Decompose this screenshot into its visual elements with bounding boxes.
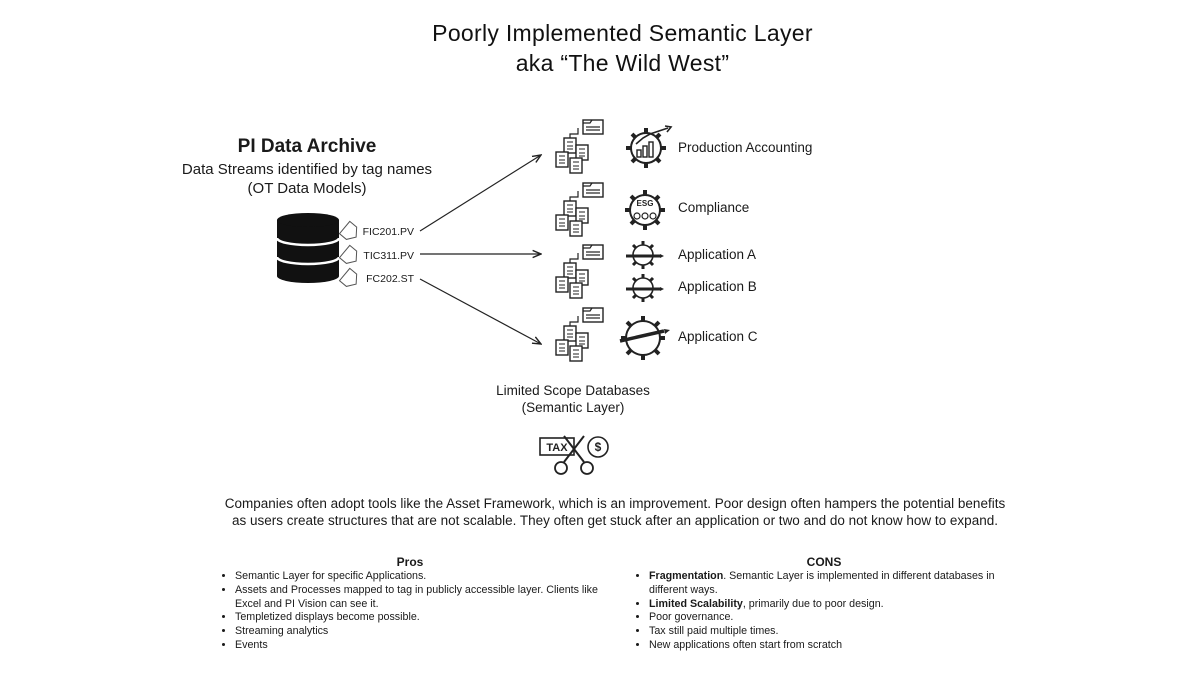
list-item: Limited Scalability, primarily due to po… bbox=[649, 598, 1021, 612]
pros-title: Pros bbox=[396, 555, 424, 569]
list-item: Streaming analytics bbox=[235, 625, 602, 639]
tag-label: FIC201.PV bbox=[362, 226, 414, 238]
arrow-lines bbox=[419, 155, 541, 344]
archive-subtitle-1: Data Streams identified by tag names bbox=[181, 161, 433, 178]
cons-title: CONS bbox=[806, 555, 842, 569]
archive-subtitle-2: (OT Data Models) bbox=[247, 180, 367, 197]
item-text: . Semantic Layer is implemented in diffe… bbox=[649, 570, 995, 596]
list-item: New applications often start from scratc… bbox=[649, 639, 1021, 653]
database-stack-icon bbox=[555, 119, 604, 174]
tax-scissors-icon: TAX $ bbox=[539, 435, 609, 475]
list-item: Events bbox=[235, 639, 602, 653]
database-icon bbox=[275, 213, 341, 283]
scope-line-1: Limited Scope Databases bbox=[496, 383, 650, 398]
svg-text:$: $ bbox=[595, 440, 602, 454]
item-text: Tax still paid multiple times. bbox=[649, 625, 779, 638]
list-item: Assets and Processes mapped to tag in pu… bbox=[235, 584, 602, 612]
app-label-application-b: Application B bbox=[678, 279, 757, 294]
tag-icon bbox=[338, 220, 358, 287]
app-label-application-c: Application C bbox=[678, 329, 758, 344]
list-item: Tax still paid multiple times. bbox=[649, 625, 1021, 639]
title-line-1: Poorly Implemented Semantic Layer bbox=[432, 20, 813, 46]
app-label-compliance: Compliance bbox=[678, 200, 750, 215]
description-line-1: Companies often adopt tools like the Ass… bbox=[224, 496, 1006, 511]
list-item: Semantic Layer for specific Applications… bbox=[235, 570, 602, 584]
item-bold: Limited Scalability bbox=[649, 597, 743, 610]
database-stack-icon bbox=[555, 307, 604, 362]
item-text: New applications often start from scratc… bbox=[649, 638, 843, 651]
gear-chart-icon bbox=[624, 125, 673, 170]
application-gear-icon bbox=[619, 316, 670, 360]
list-item: Templetized displays become possible. bbox=[235, 611, 602, 625]
application-gear-icon bbox=[624, 239, 666, 271]
application-gear-icon bbox=[624, 272, 666, 304]
esg-gear-icon: ESG bbox=[623, 188, 667, 232]
cons-list: Fragmentation. Semantic Layer is impleme… bbox=[636, 570, 1021, 653]
item-text: Poor governance. bbox=[649, 611, 734, 624]
archive-title: PI Data Archive bbox=[237, 136, 377, 157]
database-stack-icon bbox=[555, 244, 604, 299]
app-label-production-accounting: Production Accounting bbox=[678, 140, 813, 155]
description-line-2: as users create structures that are not … bbox=[232, 513, 998, 528]
pros-list: Semantic Layer for specific Applications… bbox=[222, 570, 602, 653]
title-line-2: aka “The Wild West” bbox=[515, 50, 730, 76]
item-bold: Fragmentation bbox=[649, 570, 724, 582]
app-label-application-a: Application A bbox=[678, 247, 757, 262]
list-item: Poor governance. bbox=[649, 611, 1021, 625]
item-text: , primarily due to poor design. bbox=[742, 597, 884, 610]
esg-text: ESG bbox=[637, 199, 654, 208]
scope-line-2: (Semantic Layer) bbox=[521, 400, 625, 415]
tag-label: TIC311.PV bbox=[363, 250, 414, 262]
tax-text: TAX bbox=[546, 442, 568, 454]
list-item: Fragmentation. Semantic Layer is impleme… bbox=[649, 570, 1021, 598]
database-stack-icon bbox=[555, 182, 604, 237]
tag-label: FC202.ST bbox=[366, 273, 414, 285]
